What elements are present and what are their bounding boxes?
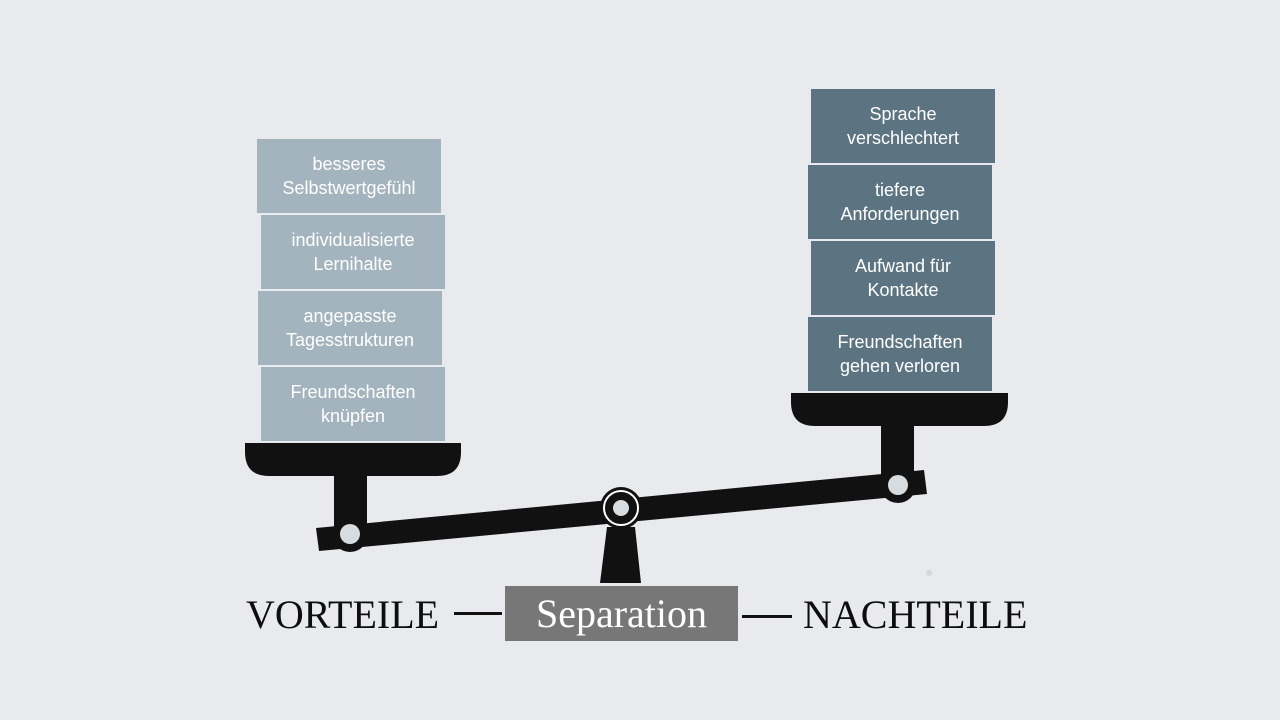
- pro-item-text: angepasste Tagesstrukturen: [285, 306, 415, 350]
- pro-item-box: besseres Selbstwertgefühl: [257, 139, 441, 213]
- pro-item-text: individualisierte Lernihalte: [291, 230, 415, 274]
- right-label: NACHTEILE: [803, 592, 1028, 637]
- pro-item-box: angepasste Tagesstrukturen: [258, 291, 442, 365]
- con-item-text: Freundschaften gehen verloren: [837, 332, 963, 376]
- con-item-box: tiefere Anforderungen: [808, 165, 992, 239]
- left-pivot-dot: [340, 524, 360, 544]
- con-item-text: tiefere Anforderungen: [840, 180, 960, 224]
- con-item-box: Freundschaften gehen verloren: [808, 317, 992, 391]
- fulcrum-stand: [600, 527, 641, 583]
- center-pivot-ring: [603, 490, 639, 526]
- right-dash: [742, 615, 792, 618]
- center-pivot-dot: [613, 500, 629, 516]
- con-item-text: Aufwand für Kontakte: [854, 256, 952, 300]
- right-pivot-dot: [888, 475, 908, 495]
- stray-dot: [926, 570, 932, 576]
- pro-item-box: individualisierte Lernihalte: [261, 215, 445, 289]
- left-dash: [454, 612, 502, 615]
- pro-item-text: besseres Selbstwertgefühl: [282, 154, 416, 198]
- pro-item-box: Freundschaften knüpfen: [261, 367, 445, 441]
- con-item-box: Aufwand für Kontakte: [811, 241, 995, 315]
- right-pan: [791, 393, 1008, 426]
- left-label: VORTEILE: [246, 592, 440, 637]
- left-pan: [245, 443, 461, 476]
- con-item-box: Sprache verschlechtert: [811, 89, 995, 163]
- pro-item-text: Freundschaften knüpfen: [290, 382, 416, 426]
- con-item-text: Sprache verschlechtert: [846, 104, 960, 148]
- center-label: Separation: [505, 586, 738, 641]
